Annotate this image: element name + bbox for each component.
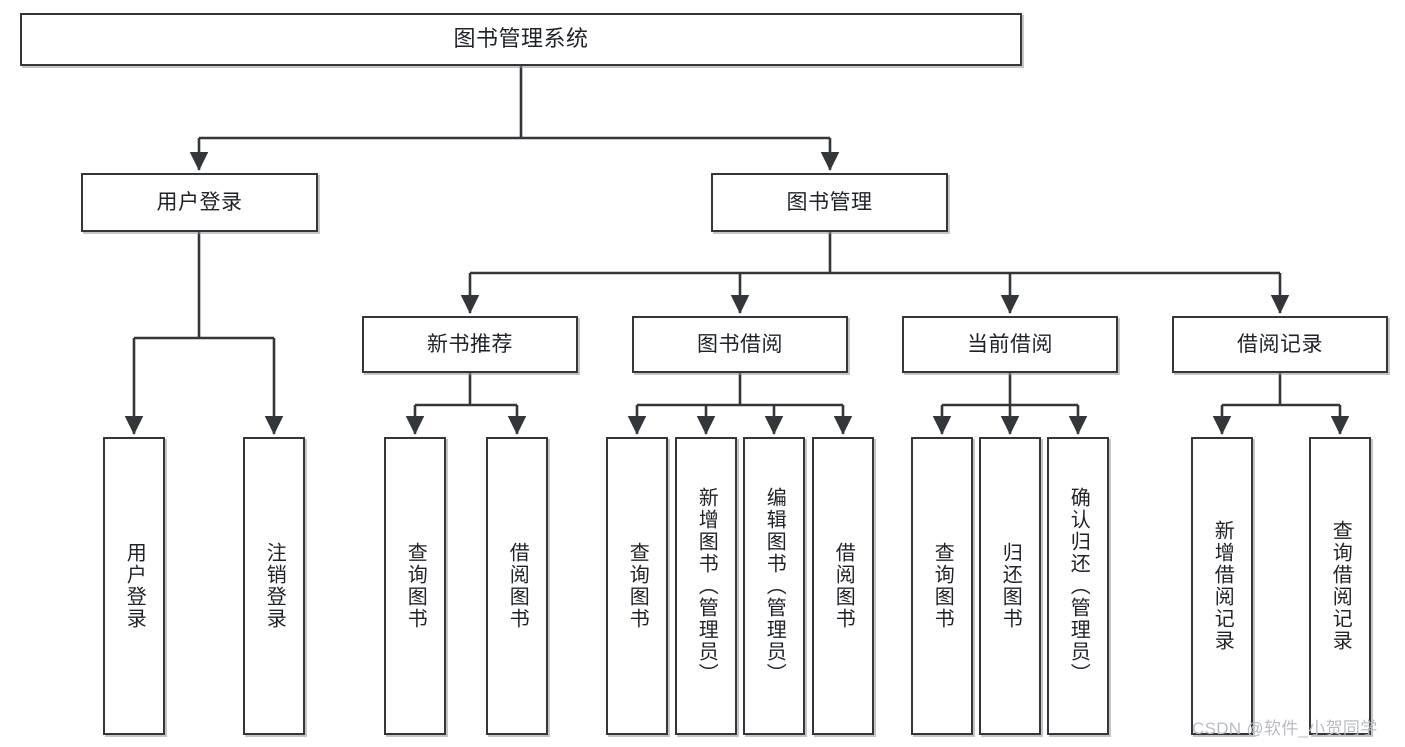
- node-label: 查询图书: [931, 542, 954, 630]
- leaf-borrow-record-add[interactable]: 新增借阅记录: [1191, 437, 1253, 735]
- leaf-current-borrow-confirm-return[interactable]: 确认归还（管理员）: [1047, 437, 1109, 735]
- node-label: 借阅图书: [506, 542, 529, 630]
- node-label: 编辑图书（管理员）: [763, 487, 786, 685]
- node-label: 新增图书（管理员）: [695, 487, 718, 685]
- node-label: 查询借阅记录: [1329, 520, 1352, 652]
- leaf-user-login-logout[interactable]: 注销登录: [243, 437, 305, 735]
- node-label: 归还图书: [999, 542, 1022, 630]
- node-current-borrow[interactable]: 当前借阅: [902, 316, 1118, 373]
- leaf-book-borrow-add[interactable]: 新增图书（管理员）: [675, 437, 737, 735]
- node-root-book-management-system[interactable]: 图书管理系统: [20, 13, 1022, 66]
- node-label: 借阅记录: [1237, 332, 1323, 356]
- node-label: 注销登录: [263, 542, 286, 630]
- node-book-management[interactable]: 图书管理: [711, 173, 948, 232]
- node-label: 当前借阅: [967, 332, 1053, 356]
- node-label: 用户登录: [156, 190, 243, 214]
- leaf-new-book-borrow[interactable]: 借阅图书: [486, 437, 548, 735]
- node-label: 图书管理系统: [453, 26, 589, 52]
- node-label: 借阅图书: [832, 542, 855, 630]
- leaf-book-borrow-edit[interactable]: 编辑图书（管理员）: [743, 437, 805, 735]
- node-user-login[interactable]: 用户登录: [81, 173, 318, 232]
- node-book-borrow[interactable]: 图书借阅: [632, 316, 848, 373]
- leaf-book-borrow-borrow[interactable]: 借阅图书: [812, 437, 874, 735]
- node-label: 新增借阅记录: [1211, 520, 1234, 652]
- node-label: 查询图书: [404, 542, 427, 630]
- node-borrow-record[interactable]: 借阅记录: [1172, 316, 1388, 373]
- node-label: 确认归还（管理员）: [1067, 487, 1090, 685]
- leaf-user-login-login[interactable]: 用户登录: [103, 437, 165, 735]
- leaf-book-borrow-query[interactable]: 查询图书: [606, 437, 668, 735]
- leaf-current-borrow-return[interactable]: 归还图书: [979, 437, 1041, 735]
- node-label: 查询图书: [626, 542, 649, 630]
- node-new-book-recommend[interactable]: 新书推荐: [362, 316, 578, 373]
- watermark: CSDN @软件_小贺同学: [1192, 719, 1378, 738]
- node-label: 新书推荐: [427, 332, 513, 356]
- leaf-new-book-query[interactable]: 查询图书: [384, 437, 446, 735]
- node-label: 用户登录: [123, 542, 146, 630]
- leaf-borrow-record-query[interactable]: 查询借阅记录: [1309, 437, 1371, 735]
- node-label: 图书管理: [786, 190, 873, 214]
- leaf-current-borrow-query[interactable]: 查询图书: [911, 437, 973, 735]
- node-label: 图书借阅: [697, 332, 783, 356]
